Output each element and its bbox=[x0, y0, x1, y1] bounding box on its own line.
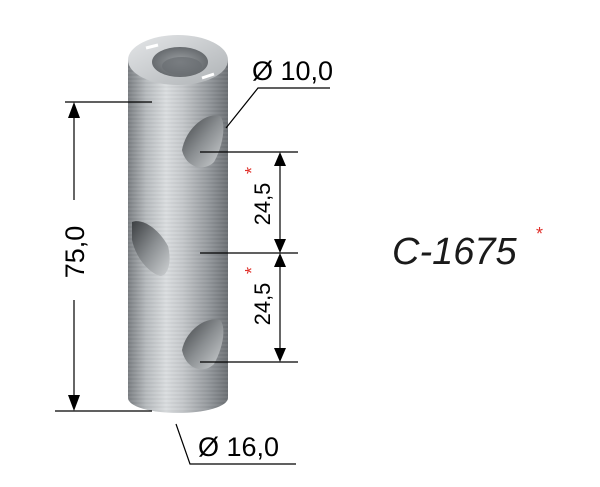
part-code-marker: * bbox=[536, 224, 543, 244]
outer-diameter-leader bbox=[175, 423, 296, 465]
spacer-cylinder bbox=[128, 35, 228, 413]
spacing-lower-group: 24,5 * bbox=[242, 267, 275, 325]
arrowheads bbox=[68, 102, 286, 411]
spacing-upper-group: 24,5 * bbox=[242, 167, 275, 225]
cross-hole-upper bbox=[182, 115, 224, 168]
length-label: 75,0 bbox=[60, 226, 90, 279]
spacing-upper-marker: * bbox=[242, 167, 262, 174]
bore-inner-shadow bbox=[162, 57, 202, 75]
cross-hole-middle bbox=[132, 221, 170, 276]
cross-hole-lower bbox=[182, 319, 224, 370]
slot-right bbox=[201, 72, 215, 80]
hole-diameter-label: Ø 10,0 bbox=[252, 56, 333, 86]
spacing-upper-label: 24,5 bbox=[250, 183, 275, 226]
arrow-length-top bbox=[68, 102, 80, 118]
arrow-spacing-lower-top bbox=[274, 253, 286, 267]
arrow-length-bottom bbox=[68, 395, 80, 411]
arrow-spacing-upper-bottom bbox=[274, 239, 286, 253]
arrow-spacing-lower-bottom bbox=[274, 348, 286, 362]
outer-diameter-label: Ø 16,0 bbox=[198, 432, 279, 462]
arrow-spacing-upper-top bbox=[274, 152, 286, 166]
part-code: C-1675 bbox=[392, 231, 517, 273]
hole-diameter-leader bbox=[225, 87, 330, 129]
spacing-lower-marker: * bbox=[242, 267, 262, 274]
spacing-lower-label: 24,5 bbox=[250, 283, 275, 326]
dimension-lines bbox=[55, 87, 330, 465]
slot-left bbox=[145, 43, 159, 50]
